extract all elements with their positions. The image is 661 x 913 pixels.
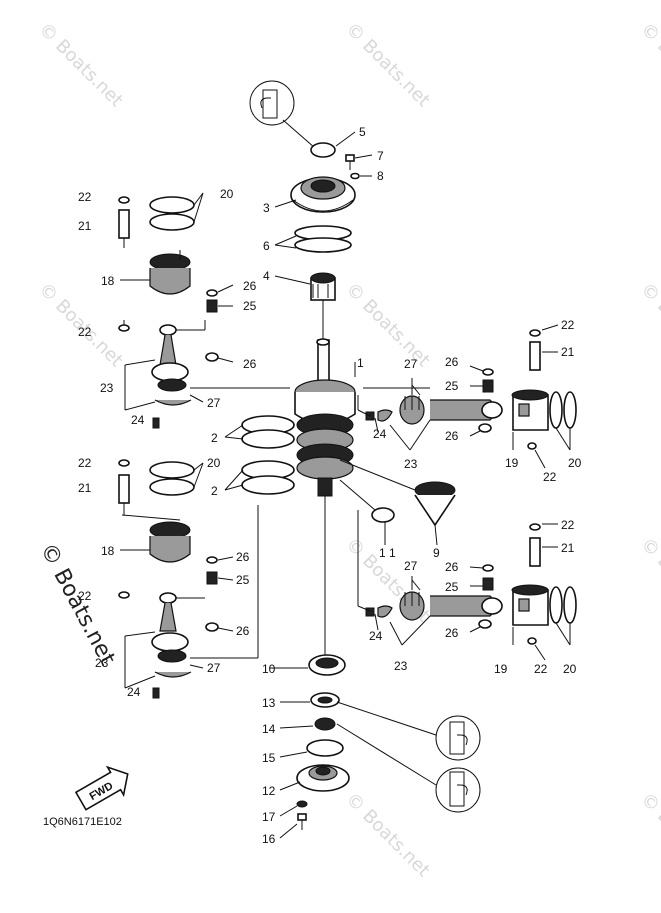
label-part-22: 22	[543, 470, 557, 484]
label-part-20: 20	[220, 187, 234, 201]
label-part-22: 22	[78, 190, 92, 204]
label-part-27: 27	[404, 559, 418, 573]
seal-part-11	[339, 479, 395, 545]
label-part-21: 21	[78, 219, 92, 233]
label-part-3: 3	[263, 201, 270, 215]
label-part-26: 26	[243, 357, 257, 371]
lower-housing-part-12	[279, 764, 350, 792]
label-part-27: 27	[404, 357, 418, 371]
label-part-25: 25	[243, 299, 257, 313]
label-part-27: 27	[207, 396, 221, 410]
label-part-26: 26	[445, 560, 459, 574]
label-part-2: 2	[211, 431, 218, 445]
label-part-7: 7	[377, 149, 384, 163]
o-ring-part-6	[274, 225, 352, 253]
diagram-code: 1Q6N6171E102	[43, 816, 122, 828]
label-part-20: 20	[207, 456, 221, 470]
watermark-8: © Boats.net	[636, 534, 661, 626]
label-part-14: 14	[262, 722, 276, 736]
right-lower-assembly	[357, 510, 577, 661]
label-part-20: 20	[568, 456, 582, 470]
watermark-2: © Boats.net	[341, 19, 433, 111]
label-part-9: 9	[433, 546, 440, 560]
label-part-22: 22	[561, 518, 575, 532]
watermark-10: © Boats.net	[636, 789, 661, 881]
label-part-11: 1 1	[379, 546, 396, 560]
label-part-23: 23	[95, 656, 109, 670]
label-part-16: 16	[262, 832, 276, 846]
label-part-21: 21	[561, 345, 575, 359]
label-part-15: 15	[262, 751, 276, 765]
label-part-26: 26	[236, 624, 250, 638]
label-part-24: 24	[127, 685, 141, 699]
crankshaft-part-1	[294, 338, 356, 497]
watermark-3: © Boats.net	[636, 19, 661, 111]
part-labels: 1 2 2 3 4 5 6 7 8 9 10 1 1 12 13 14 15 1…	[78, 125, 582, 846]
label-part-8: 8	[377, 169, 384, 183]
label-part-22: 22	[561, 318, 575, 332]
watermark-6: © Boats.net	[636, 279, 661, 371]
fwd-arrow-icon: FWD	[74, 765, 129, 811]
label-part-5: 5	[359, 125, 366, 139]
label-part-23: 23	[394, 659, 408, 673]
washer-part-8	[350, 172, 372, 180]
label-part-10: 10	[262, 662, 276, 676]
label-part-19: 19	[505, 456, 519, 470]
label-part-25: 25	[236, 573, 250, 587]
label-part-22: 22	[78, 456, 92, 470]
label-part-1: 1	[357, 356, 364, 370]
label-part-12: 12	[262, 784, 276, 798]
label-part-22: 22	[78, 325, 92, 339]
label-part-22: 22	[534, 662, 548, 676]
bolt-part-7	[345, 154, 373, 170]
seal-part-14	[279, 717, 336, 731]
bearing-part-13	[280, 692, 340, 708]
o-ring-part-15	[279, 739, 344, 758]
watermark-9: © Boats.net	[341, 789, 433, 881]
label-part-6: 6	[263, 239, 270, 253]
label-part-18: 18	[101, 274, 115, 288]
label-part-22: 22	[78, 589, 92, 603]
right-upper-assembly	[357, 324, 577, 469]
label-part-26: 26	[445, 429, 459, 443]
bolt-part-16	[279, 813, 307, 839]
detail-circle-top	[249, 80, 316, 149]
label-part-26: 26	[445, 355, 459, 369]
left-lower-assembly	[118, 459, 259, 699]
label-part-26: 26	[243, 279, 257, 293]
label-part-13: 13	[262, 696, 276, 710]
label-part-17: 17	[262, 810, 276, 824]
label-part-26: 26	[445, 626, 459, 640]
watermark-1: © Boats.net	[34, 19, 126, 111]
watermark-5: © Boats.net	[341, 279, 433, 371]
label-part-18: 18	[101, 544, 115, 558]
label-part-21: 21	[78, 481, 92, 495]
detail-circle-bottom-1	[336, 701, 481, 761]
bearing-part-9	[339, 459, 456, 546]
label-part-25: 25	[445, 379, 459, 393]
label-part-21: 21	[561, 541, 575, 555]
label-part-23: 23	[100, 381, 114, 395]
label-part-24: 24	[131, 413, 145, 427]
label-part-19: 19	[494, 662, 508, 676]
ball-bearing-part-10	[270, 654, 346, 676]
watermark-dark: © Boats.net	[35, 539, 120, 670]
label-part-26: 26	[236, 550, 250, 564]
washer-part-17	[279, 800, 308, 817]
oil-seal-part-5	[310, 131, 356, 158]
label-part-27: 27	[207, 661, 221, 675]
label-part-24: 24	[373, 427, 387, 441]
bearing-housing-part-3	[274, 176, 356, 213]
roller-bearing-part-4	[274, 272, 336, 301]
detail-circle-bottom-2	[336, 723, 481, 813]
label-part-24: 24	[369, 629, 383, 643]
left-upper-assembly	[118, 192, 290, 429]
label-part-4: 4	[263, 269, 270, 283]
piston-rings-part-2	[224, 415, 295, 495]
label-part-25: 25	[445, 580, 459, 594]
label-part-20: 20	[563, 662, 577, 676]
label-part-2: 2	[211, 484, 218, 498]
label-part-23: 23	[404, 457, 418, 471]
